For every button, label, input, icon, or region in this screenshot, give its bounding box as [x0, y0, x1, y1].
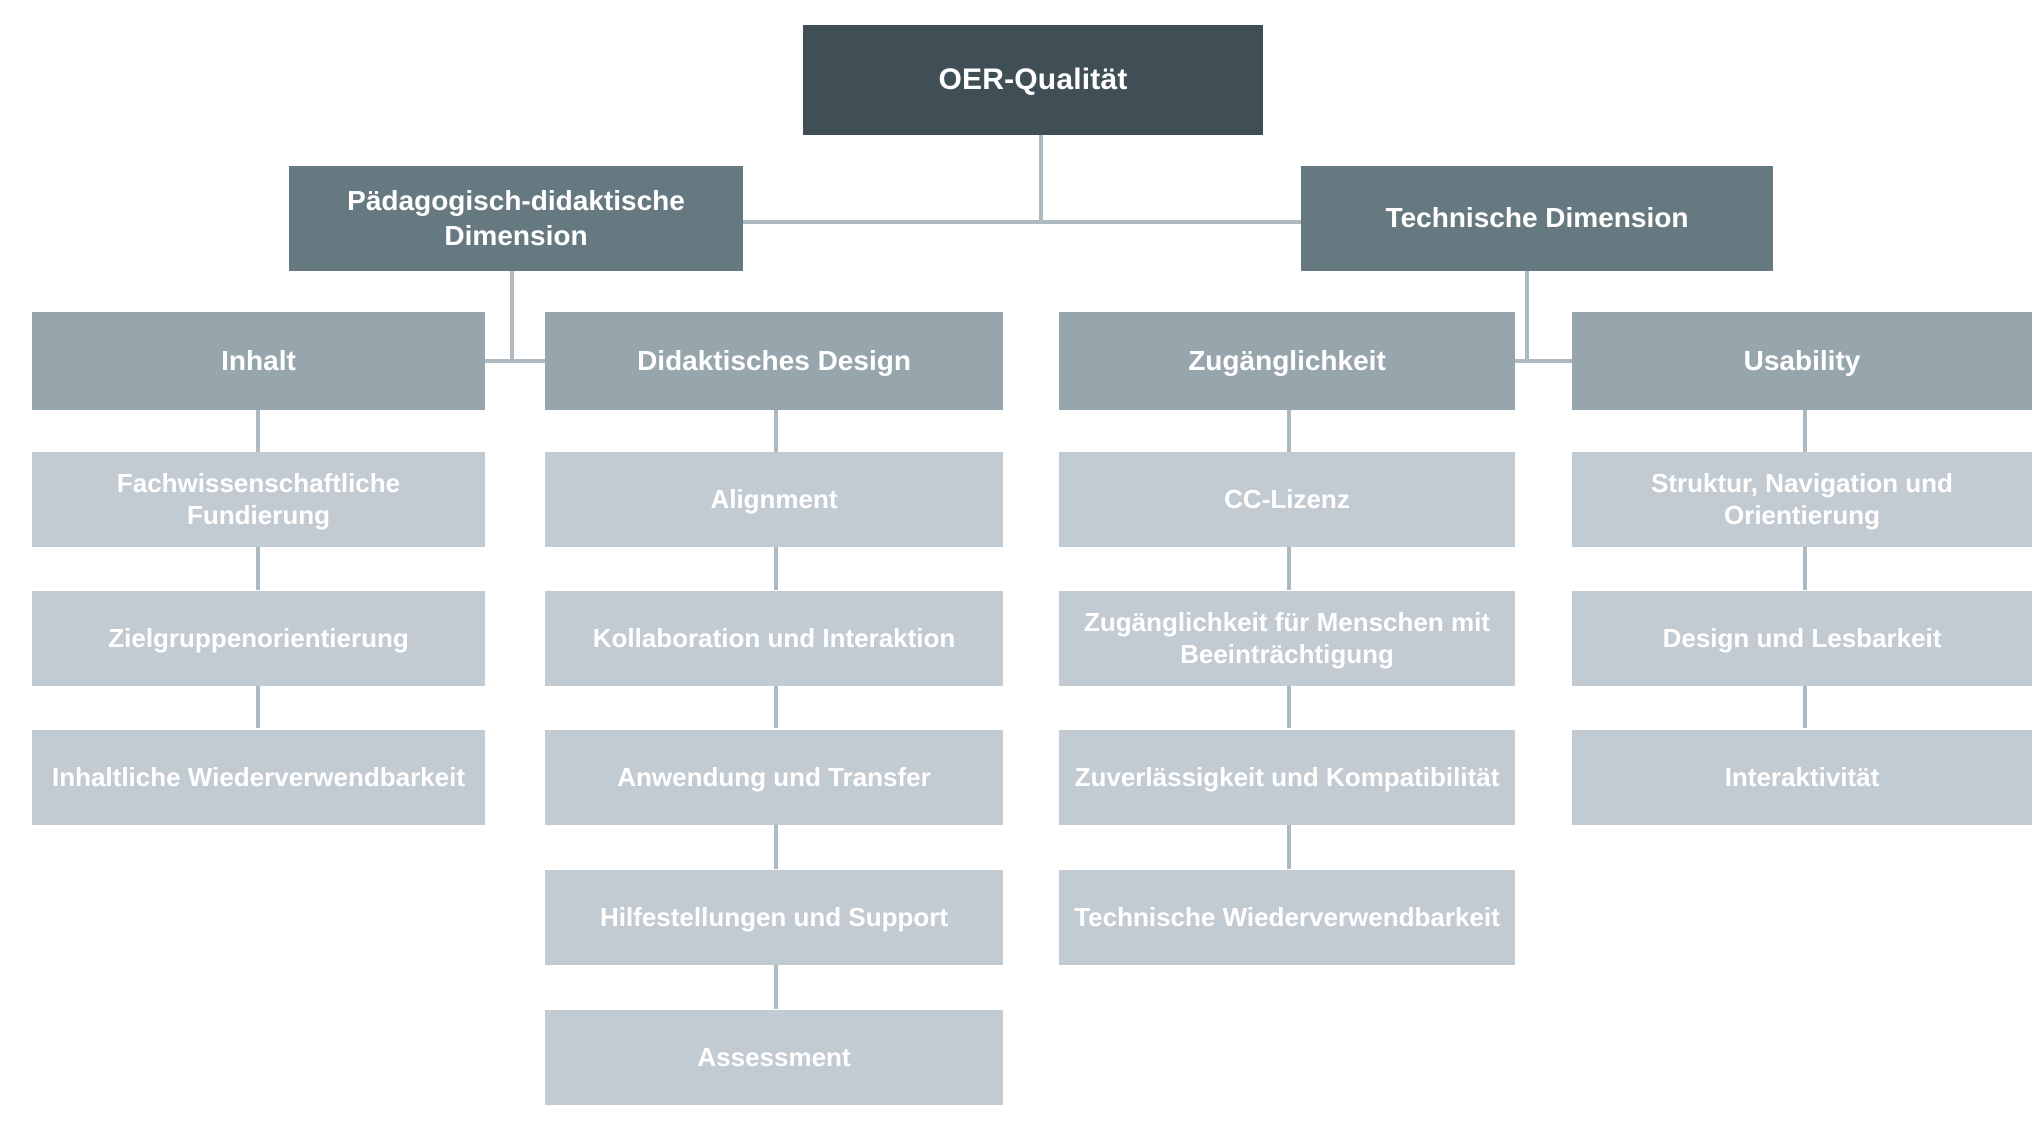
connector-inhalt-3 — [256, 683, 260, 728]
connector-technical-bus — [1288, 359, 1806, 363]
node-zugaenglichkeit[interactable]: Zugänglichkeit — [1059, 312, 1515, 410]
connector-didaktik-2 — [774, 545, 778, 590]
node-usability[interactable]: Usability — [1572, 312, 2032, 410]
node-zuverlaessigkeit-und-kompatibilitaet[interactable]: Zuverlässigkeit und Kompatibilität — [1059, 730, 1515, 825]
node-anwendung-und-transfer[interactable]: Anwendung und Transfer — [545, 730, 1003, 825]
connector-usability-2 — [1803, 545, 1807, 590]
connector-usability-3 — [1803, 683, 1807, 728]
connector-zugang-3 — [1287, 683, 1291, 728]
node-assessment[interactable]: Assessment — [545, 1010, 1003, 1105]
connector-pedagogic-stem — [510, 271, 514, 362]
node-hilfestellungen-und-support[interactable]: Hilfestellungen und Support — [545, 870, 1003, 965]
connector-root-stem — [1039, 135, 1043, 222]
connector-zugang-4 — [1287, 824, 1291, 869]
node-fachwissenschaftliche-fundierung[interactable]: Fachwissenschaftliche Fundierung — [32, 452, 485, 547]
connector-inhalt-2 — [256, 545, 260, 590]
connector-didaktik-5 — [774, 964, 778, 1009]
node-alignment[interactable]: Alignment — [545, 452, 1003, 547]
connector-zugang-2 — [1287, 545, 1291, 590]
node-inhalt[interactable]: Inhalt — [32, 312, 485, 410]
node-paedagogisch-didaktische-dimension[interactable]: Pädagogisch-didaktische Dimension — [289, 166, 743, 271]
connector-usability-1 — [1803, 410, 1807, 455]
connector-technical-stem — [1525, 271, 1529, 362]
connector-didaktik-1 — [774, 410, 778, 455]
node-cc-lizenz[interactable]: CC-Lizenz — [1059, 452, 1515, 547]
connector-pedagogic-bus — [258, 359, 776, 363]
connector-root-bus — [741, 220, 1301, 224]
node-zielgruppenorientierung[interactable]: Zielgruppenorientierung — [32, 591, 485, 686]
node-zugaenglichkeit-fuer-menschen-mit-beeintraechtigung[interactable]: Zugänglichkeit für Menschen mit Beeinträ… — [1059, 591, 1515, 686]
node-design-und-lesbarkeit[interactable]: Design und Lesbarkeit — [1572, 591, 2032, 686]
node-oer-qualitaet[interactable]: OER-Qualität — [803, 25, 1263, 135]
node-technische-wiederverwendbarkeit[interactable]: Technische Wiederverwendbarkeit — [1059, 870, 1515, 965]
node-interaktivitaet[interactable]: Interaktivität — [1572, 730, 2032, 825]
connector-inhalt-1 — [256, 410, 260, 455]
node-kollaboration-und-interaktion[interactable]: Kollaboration und Interaktion — [545, 591, 1003, 686]
node-technische-dimension[interactable]: Technische Dimension — [1301, 166, 1773, 271]
node-inhaltliche-wiederverwendbarkeit[interactable]: Inhaltliche Wiederverwendbarkeit — [32, 730, 485, 825]
connector-didaktik-3 — [774, 683, 778, 728]
node-struktur-navigation-und-orientierung[interactable]: Struktur, Navigation und Orientierung — [1572, 452, 2032, 547]
node-didaktisches-design[interactable]: Didaktisches Design — [545, 312, 1003, 410]
connector-didaktik-4 — [774, 824, 778, 869]
connector-zugang-1 — [1287, 410, 1291, 455]
